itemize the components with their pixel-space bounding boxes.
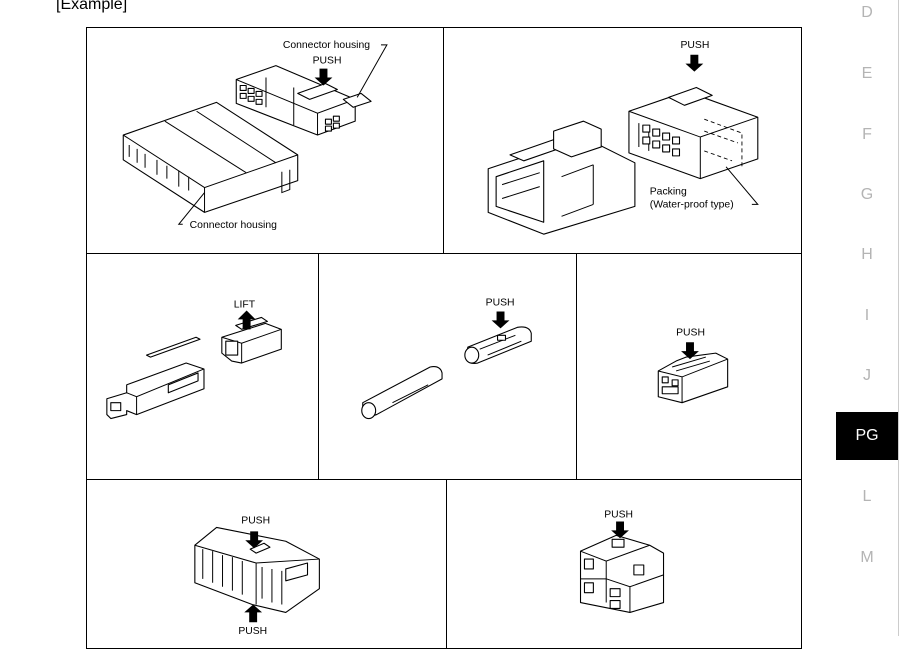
large-connector-housing <box>122 101 299 213</box>
double-lock-connector-drawing: PUSH PUSH <box>194 515 320 637</box>
cylindrical-connector-drawing: PUSH <box>361 298 532 420</box>
connector-figure-grid: Connector housing PUSH Connector housing <box>86 27 802 649</box>
figure-double-lock-connector: PUSH PUSH <box>86 479 447 649</box>
push-label-top: PUSH <box>241 515 270 526</box>
push-label: PUSH <box>313 56 342 67</box>
lift-connector-drawing: LIFT <box>106 300 282 420</box>
small-connector-housing <box>235 65 372 136</box>
packing-callout-leader <box>725 166 759 205</box>
section-tab-pg[interactable]: PG <box>836 412 898 460</box>
push-label: PUSH <box>676 327 705 338</box>
two-pin-connector <box>657 352 729 404</box>
connector-housing-callout-top: Connector housing <box>283 40 370 51</box>
figure-waterproof-connector: PUSH Packing (Water-proof type) <box>443 27 802 254</box>
packing-label: Packing <box>650 187 687 198</box>
waterproof-male-connector <box>487 120 636 235</box>
section-tab-f[interactable]: F <box>862 126 872 143</box>
section-tab-g[interactable]: G <box>860 186 874 203</box>
lift-label: LIFT <box>234 300 256 311</box>
four-pin-connector-drawing: PUSH <box>579 510 665 613</box>
cylindrical-male-connector <box>361 366 443 420</box>
figure-two-pin-connector: PUSH <box>576 253 802 480</box>
section-tab-d[interactable]: D <box>861 4 873 21</box>
waterproof-connector-drawing: PUSH Packing (Water-proof type) <box>487 40 759 235</box>
section-tab-m[interactable]: M <box>860 549 874 566</box>
waterproof-female-connector <box>628 86 759 180</box>
two-pin-connector-drawing: PUSH <box>657 327 729 404</box>
packing-type-label: (Water-proof type) <box>650 199 734 210</box>
cylindrical-female-connector <box>464 326 532 364</box>
push-arrow-icon <box>681 342 699 360</box>
section-tab-l[interactable]: L <box>862 488 872 505</box>
connector-housing-callout-bottom: Connector housing <box>190 220 277 231</box>
push-label: PUSH <box>486 298 515 309</box>
lift-male-connector <box>106 336 205 420</box>
push-label: PUSH <box>604 510 633 521</box>
push-label-bottom: PUSH <box>238 626 267 637</box>
section-tab-h[interactable]: H <box>861 246 873 263</box>
multi-connector-drawing: Connector housing PUSH Connector housing <box>122 40 388 231</box>
lift-arrow-icon <box>237 310 256 330</box>
section-tab-divider <box>898 0 899 636</box>
push-arrow-top-icon <box>245 531 264 549</box>
figure-cylindrical-connector: PUSH <box>318 253 577 480</box>
push-label: PUSH <box>680 40 709 51</box>
callout-leader-bottom <box>177 192 205 225</box>
push-arrow-icon <box>611 521 629 539</box>
push-arrow-icon <box>314 68 333 86</box>
section-tab-j[interactable]: J <box>863 367 871 384</box>
callout-leader-top <box>356 44 388 98</box>
push-arrow-icon <box>491 311 510 329</box>
figure-multi-connector: Connector housing PUSH Connector housing <box>86 27 444 254</box>
section-tab-i[interactable]: I <box>864 307 870 324</box>
double-lock-connector <box>194 526 320 613</box>
section-tab-e[interactable]: E <box>861 65 873 82</box>
push-arrow-bottom-icon <box>244 604 263 623</box>
figure-four-pin-connector: PUSH <box>446 479 802 649</box>
example-label: [Example] <box>56 0 128 13</box>
figure-lift-connector: LIFT <box>86 253 319 480</box>
push-arrow-icon <box>685 54 704 72</box>
lift-female-connector <box>221 316 282 364</box>
four-pin-connector <box>579 534 665 613</box>
